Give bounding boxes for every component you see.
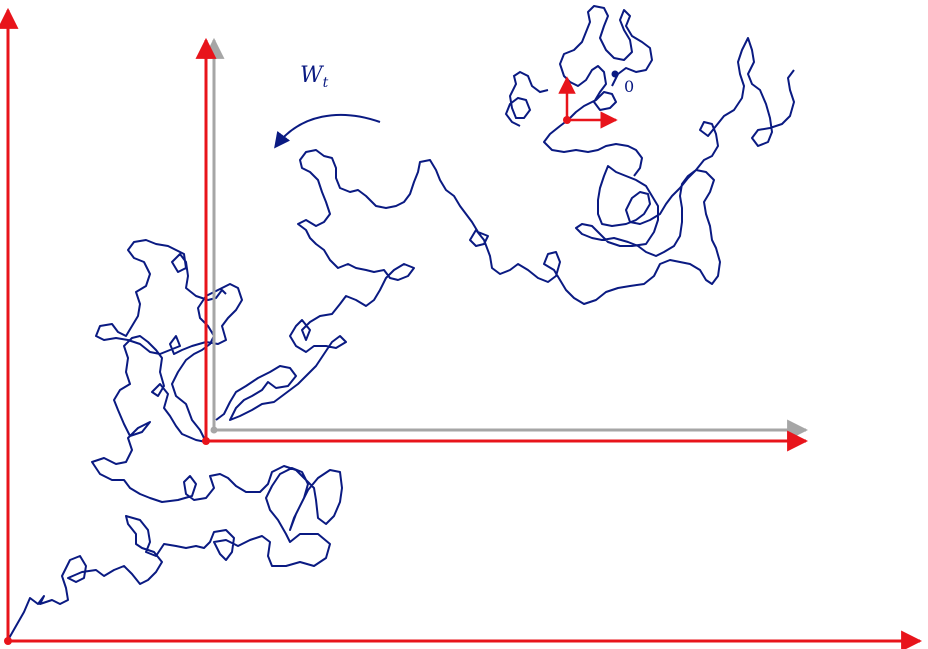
time-direction-arrow: [274, 113, 381, 149]
brownian-path-detail: [504, 70, 549, 127]
origin-label: 0: [624, 77, 634, 96]
red-outer-origin-point: [4, 637, 12, 645]
red-middle-origin-point: [202, 437, 210, 445]
process-label: Wt: [300, 63, 329, 91]
red-small-origin-point: [563, 116, 571, 124]
brownian-path: [7, 5, 795, 641]
gray-origin-point: [210, 426, 218, 434]
origin-dot: [611, 70, 619, 78]
